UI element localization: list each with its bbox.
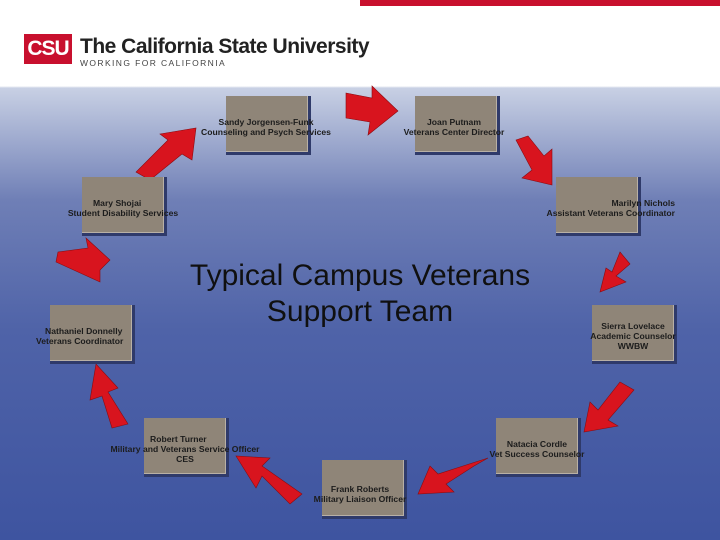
member-role: Academic Counselor (590, 331, 676, 341)
member-label-robert: Robert Turner Military and Veterans Serv… (90, 434, 280, 464)
arrow-nathaniel-to-mary (55, 237, 111, 283)
member-box-joan (415, 96, 500, 155)
arrow-frank-to-robert (235, 455, 303, 505)
member-box-sandy (226, 96, 311, 155)
member-role: Military Liaison Officer (313, 494, 407, 504)
arrow-joan-to-marilyn (515, 135, 553, 186)
member-box-natacia (496, 418, 581, 477)
header-accent-bar (360, 0, 720, 6)
member-role: Veterans Coordinator (36, 336, 124, 346)
member-box-frank (322, 460, 407, 519)
member-name: Joan Putnam (427, 117, 481, 127)
member-label-nathaniel: Nathaniel Donnelly Veterans Coordinator (36, 326, 156, 346)
member-name: Sandy Jorgensen-Funk (218, 117, 314, 127)
member-name: Frank Roberts (330, 484, 390, 494)
member-box-robert (144, 418, 229, 477)
member-name: Nathaniel Donnelly (45, 326, 123, 336)
diagram-title-line-1: Typical Campus Veterans (189, 259, 531, 292)
member-label-joan: Joan Putnam Veterans Center Director (384, 117, 524, 137)
arrow-natacia-to-frank (417, 457, 489, 495)
member-role-2: WWBW (617, 341, 649, 351)
member-label-sierra: Sierra Lovelace Academic Counselor WWBW (572, 321, 694, 351)
diagram-title-line-2: Support Team (266, 295, 454, 328)
member-role: Military and Veterans Service Officer (110, 444, 260, 454)
member-name: Natacia Cordle (506, 439, 568, 449)
member-label-frank: Frank Roberts Military Liaison Officer (296, 484, 424, 504)
university-tagline: WORKING FOR CALIFORNIA (80, 58, 227, 68)
university-name: The California State University (80, 35, 370, 58)
member-role: Assistant Veterans Coordinator (546, 208, 675, 218)
member-role-2: CES (176, 454, 194, 464)
arrow-sierra-to-natacia (583, 381, 635, 433)
member-role: Counseling and Psych Services (201, 127, 331, 137)
header: CSU The California State University WORK… (0, 0, 720, 86)
member-box-mary (82, 177, 167, 236)
member-name: Mary Shojai (93, 198, 142, 208)
member-name: Sierra Lovelace (601, 321, 665, 331)
member-label-mary: Mary Shojai Student Disability Services (48, 198, 198, 218)
diagram-title: Typical Campus Veterans Support Team (170, 258, 550, 330)
member-role: Student Disability Services (67, 208, 179, 218)
member-role: Vet Success Counselor (489, 449, 585, 459)
member-box-sierra (592, 305, 677, 364)
arrow-marilyn-to-sierra (599, 251, 631, 293)
member-label-marilyn: Marilyn Nichols Assistant Veterans Coord… (515, 198, 675, 218)
member-name: Robert Turner (150, 434, 207, 444)
member-role: Veterans Center Director (403, 127, 505, 137)
arrow-mary-to-sandy (135, 127, 197, 181)
arrow-sandy-to-joan (345, 85, 399, 136)
member-label-natacia: Natacia Cordle Vet Success Counselor (474, 439, 600, 459)
csu-logo-mark: CSU (24, 34, 72, 64)
member-box-nathaniel (50, 305, 135, 364)
arrow-robert-to-nathaniel (89, 363, 129, 429)
member-label-sandy: Sandy Jorgensen-Funk Counseling and Psyc… (186, 117, 346, 137)
member-box-marilyn (556, 177, 641, 236)
member-name: Marilyn Nichols (611, 198, 675, 208)
